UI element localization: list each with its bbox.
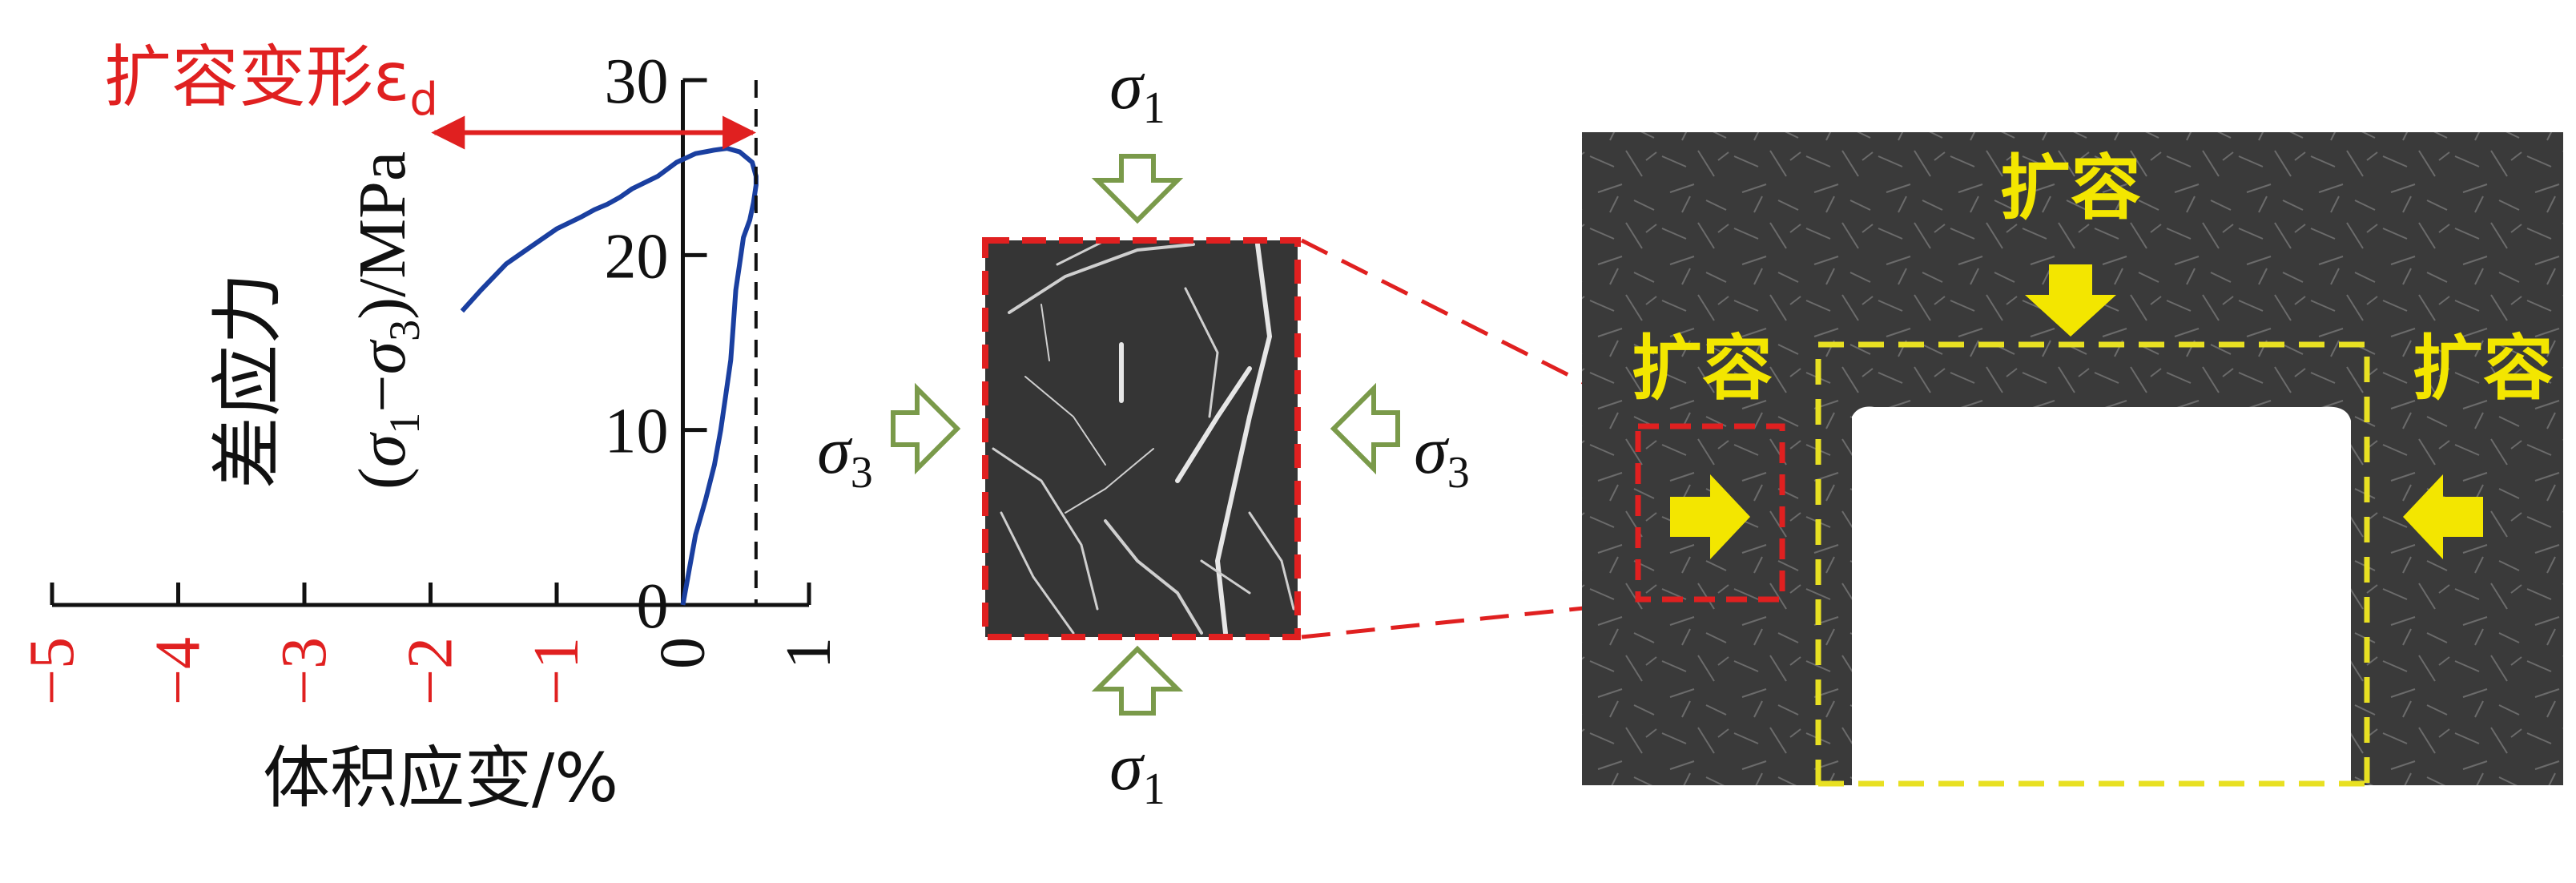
stress-strain-curve bbox=[460, 146, 759, 606]
tunnel-diagram: 扩容 扩容 扩容 bbox=[1582, 132, 2563, 787]
sigma1-top-label: σ1 bbox=[1109, 49, 1165, 133]
sigma3-right-arrow bbox=[1330, 382, 1400, 475]
x-tick-label: −5 bbox=[17, 637, 87, 705]
y-tick-label: 0 bbox=[637, 571, 669, 642]
series-layer bbox=[460, 146, 759, 606]
sample-cracks bbox=[992, 239, 1295, 635]
sample-block bbox=[985, 240, 1298, 637]
x-tick-label: −4 bbox=[143, 637, 214, 705]
dilatancy-arrow-right bbox=[2403, 474, 2483, 559]
sigma3-left-arrow bbox=[891, 382, 961, 475]
rock-sample-diagram: σ1 σ1 σ3 σ3 bbox=[817, 49, 1469, 814]
dilatancy-arrow-top bbox=[2025, 264, 2116, 337]
tunnel-opening bbox=[1852, 406, 2351, 785]
y-axis-label-unit: (σ1−σ3)/MPa bbox=[345, 151, 429, 490]
sigma1-top-arrow bbox=[1091, 154, 1184, 224]
dilatancy-text-left: 扩容 bbox=[1632, 327, 1773, 409]
y-axis-label-main: 差应力 bbox=[206, 272, 290, 489]
x-tick-label: −2 bbox=[396, 637, 466, 705]
zoom-connector-bottom bbox=[1301, 597, 1671, 639]
dilatancy-arrow-left bbox=[1670, 474, 1750, 559]
y-tick-label: 30 bbox=[605, 46, 669, 117]
x-tick-label: −3 bbox=[269, 637, 340, 705]
zoom-connector-top bbox=[1300, 238, 1672, 429]
y-tick-label: 20 bbox=[605, 221, 669, 292]
sigma1-bottom-arrow bbox=[1091, 645, 1184, 716]
x-tick-label: 0 bbox=[648, 637, 718, 669]
sigma3-right-label: σ3 bbox=[1414, 413, 1469, 498]
x-tick-label: −1 bbox=[521, 637, 592, 705]
sample-zoom-frame bbox=[982, 237, 1301, 640]
dilatancy-label-main: 扩容变形ε bbox=[104, 38, 409, 116]
sigma1-bottom-label: σ1 bbox=[1109, 730, 1165, 814]
stress-strain-chart: −5 −4 −3 −2 −1 0 1 0 10 20 30 差应力 (σ1−σ3)/MPa 体积应… bbox=[17, 38, 844, 817]
x-axis-ticks: −5 −4 −3 −2 −1 0 1 bbox=[17, 583, 844, 705]
sigma3-left-label: σ3 bbox=[817, 413, 872, 498]
x-tick-label: 1 bbox=[774, 637, 844, 669]
x-axis-label: 体积应变/% bbox=[263, 739, 618, 817]
dilatancy-zone-boundary bbox=[1815, 341, 2370, 785]
dilatancy-text-right: 扩容 bbox=[2413, 327, 2554, 409]
dilatancy-text-top: 扩容 bbox=[2000, 147, 2141, 229]
chart-axes bbox=[52, 80, 809, 607]
y-axis-ticks: 0 10 20 30 bbox=[605, 46, 707, 642]
dilatancy-label: 扩容变形εd bbox=[104, 38, 438, 126]
dilatancy-label-sub: d bbox=[409, 74, 438, 126]
zoom-box bbox=[1635, 423, 1785, 603]
y-tick-label: 10 bbox=[605, 397, 669, 467]
